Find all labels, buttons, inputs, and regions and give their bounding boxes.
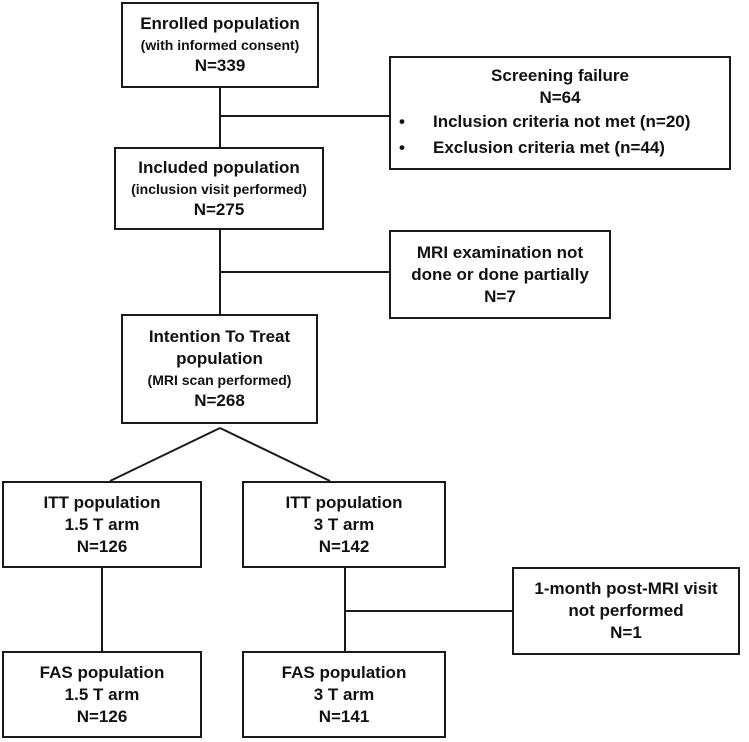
included-subtitle: (inclusion visit performed)	[131, 180, 307, 197]
screening-failure-count: N=64	[539, 88, 581, 107]
fas-15t-title: FAS population	[39, 662, 165, 682]
included-population-box: Included population (inclusion visit per…	[114, 147, 324, 230]
mri-not-done-line2: done or done partially	[411, 264, 589, 284]
itt-15t-title: ITT population	[43, 492, 161, 512]
itt-3t-box: ITT population 3 T arm N=142	[242, 481, 446, 568]
mri-not-done-count: N=7	[484, 286, 516, 306]
fas-15t-box: FAS population 1.5 T arm N=126	[2, 651, 202, 738]
itt-3t-title: ITT population	[285, 492, 403, 512]
itt-15t-box: ITT population 1.5 T arm N=126	[2, 481, 202, 568]
itt-line2: population	[176, 349, 263, 368]
itt-line1: Intention To Treat	[148, 327, 291, 346]
screening-failure-box: Screening failure N=64 •Inclusion criter…	[389, 56, 731, 170]
post-mri-line1: 1-month post-MRI visit	[534, 579, 718, 598]
itt-3t-count: N=142	[318, 536, 370, 556]
fas-3t-box: FAS population 3 T arm N=141	[242, 651, 446, 738]
enrolled-subtitle: (with informed consent)	[140, 37, 300, 53]
bullet-exclusion-met: •Exclusion criteria met (n=44)	[399, 138, 665, 157]
post-mri-count: N=1	[610, 623, 642, 642]
screening-failure-bullets: •Inclusion criteria not met (n=20) •Excl…	[391, 109, 729, 161]
post-mri-visit-box: 1-month post-MRI visit not performed N=1	[512, 567, 740, 655]
enrolled-title: Enrolled population	[140, 14, 300, 33]
fas-15t-arm: 1.5 T arm	[64, 684, 140, 704]
itt-15t-arm: 1.5 T arm	[64, 514, 140, 534]
fas-15t-count: N=126	[76, 706, 128, 726]
connector-itt-to-15t	[109, 427, 221, 482]
enrolled-count: N=339	[194, 56, 246, 75]
fas-3t-title: FAS population	[281, 662, 407, 682]
screening-failure-title: Screening failure	[491, 66, 629, 85]
itt-population-box: Intention To Treat population (MRI scan …	[121, 314, 318, 424]
itt-count: N=268	[194, 391, 245, 410]
mri-not-done-box: MRI examination not done or done partial…	[389, 230, 611, 319]
itt-subtitle: (MRI scan performed)	[147, 372, 292, 388]
itt-15t-count: N=126	[76, 536, 128, 556]
itt-3t-arm: 3 T arm	[313, 514, 375, 534]
post-mri-line2: not performed	[568, 601, 684, 620]
included-count: N=275	[193, 199, 245, 219]
enrolled-population-box: Enrolled population (with informed conse…	[121, 2, 319, 88]
connector-itt-to-3t	[219, 427, 331, 482]
included-title: Included population	[138, 157, 300, 177]
bullet-inclusion-not-met: •Inclusion criteria not met (n=20)	[399, 112, 691, 131]
fas-3t-arm: 3 T arm	[313, 684, 375, 704]
fas-3t-count: N=141	[318, 706, 370, 726]
mri-not-done-line1: MRI examination not	[416, 242, 584, 262]
